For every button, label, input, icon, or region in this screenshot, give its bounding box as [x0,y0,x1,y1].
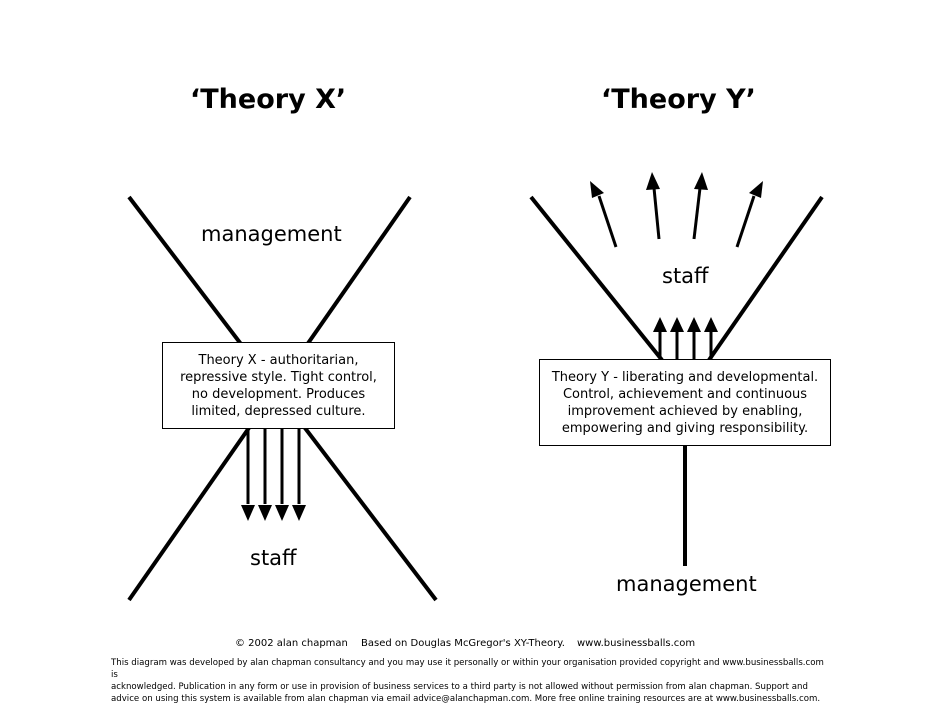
theory-x-box-line: Theory X - authoritarian, [198,352,359,368]
theory-y-box-line: Theory Y - liberating and developmental. [551,369,819,385]
theory-y-up-arrows [653,317,718,360]
theory-y-description-box: Theory Y - liberating and developmental.… [539,359,831,446]
footer-notice-line: acknowledged. Publication in any form or… [111,682,808,692]
theory-x-staff-label: staff [250,546,297,570]
footer-basis: Based on Douglas McGregor's XY-Theory. [361,638,565,649]
theory-y-management-label: management [616,572,757,596]
footer-notice: This diagram was developed by alan chapm… [111,657,826,705]
theory-y-line-right [707,195,824,362]
theory-x-down-arrows [241,428,306,521]
theory-x-management-label: management [201,222,342,246]
theory-x-description-box: Theory X - authoritarian, repressive sty… [162,342,395,429]
footer-notice-line: This diagram was developed by alan chapm… [111,658,824,680]
theory-y-box-line: empowering and giving responsibility. [561,420,809,436]
theory-y-staff-label: staff [662,264,709,288]
footer-copyright: © 2002 alan chapman [235,638,348,649]
theory-x-box-line: no development. Produces [191,386,366,402]
theory-x-box-line: repressive style. Tight control, [180,369,377,385]
theory-y-fan-arrows [590,172,763,248]
theory-y-line-left [529,195,664,362]
theory-y-box-line: Control, achievement and continuous [562,386,808,402]
footer-notice-line: advice on using this system is available… [111,694,821,704]
theory-y-title: ‘Theory Y’ [601,84,756,115]
theory-y-box-line: improvement achieved by enabling, [567,403,803,419]
footer-website: www.businessballs.com [577,638,696,649]
theory-x-title: ‘Theory X’ [190,84,347,115]
theory-x-box-line: limited, depressed culture. [191,403,366,419]
